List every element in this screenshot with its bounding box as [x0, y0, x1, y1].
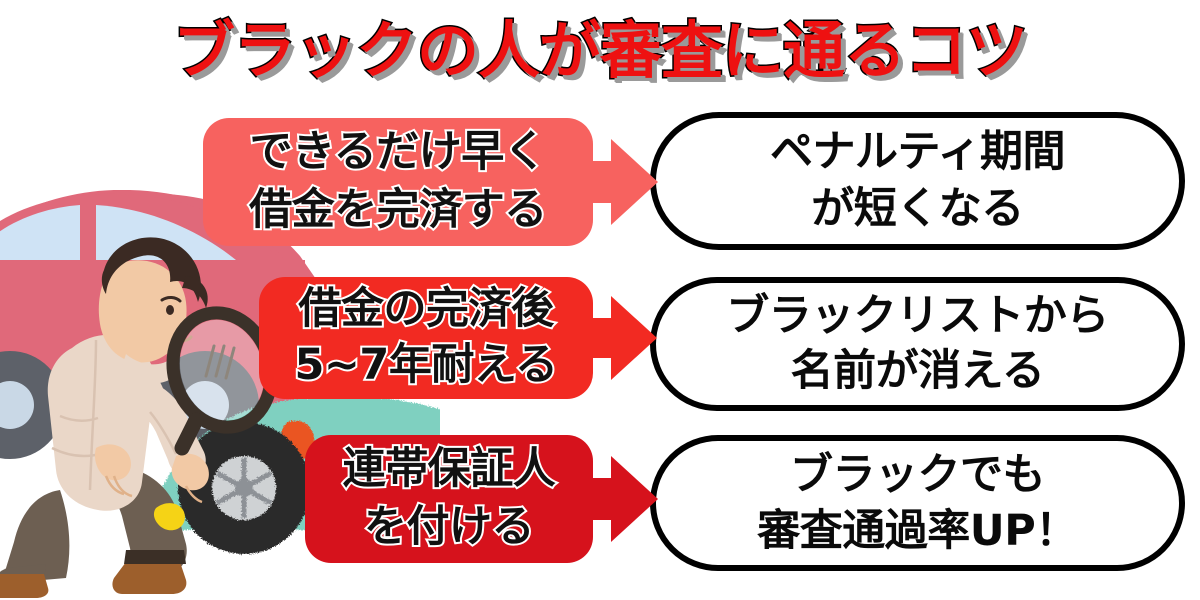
- arrow-stem-2: [589, 318, 615, 358]
- action-arrow-box-2: 借金の完済後 5~7年耐える: [259, 277, 657, 399]
- result-line-1b: が短くなる: [811, 184, 1024, 234]
- result-line-3a: ブラックでも: [790, 450, 1046, 500]
- action-arrow-body-3: 連帯保証人 を付ける: [305, 435, 658, 563]
- action-line-2a: 借金の完済後: [297, 282, 557, 336]
- action-line-3b: を付ける: [362, 500, 537, 554]
- arrow-stem-3: [589, 478, 615, 520]
- action-line-1a: できるだけ早く: [248, 125, 549, 179]
- action-arrow-box-1: できるだけ早く 借金を完済する: [203, 118, 658, 246]
- result-line-2a: ブラックリストから: [726, 291, 1109, 341]
- result-line-1a: ペナルティ期間: [770, 127, 1065, 177]
- action-line-2b: 5~7年耐える: [292, 338, 560, 392]
- yellow-accent: [153, 503, 185, 531]
- magnifying-glass-icon: [166, 306, 278, 456]
- result-line-2b: 名前が消える: [790, 346, 1045, 396]
- result-line-3b: 審査通過率UP！: [757, 506, 1078, 556]
- action-arrow-box-3: 連帯保証人 を付ける: [305, 435, 658, 563]
- result-pill-1: ペナルティ期間 が短くなる: [650, 112, 1185, 250]
- result-pill-3: ブラックでも 審査通過率UP！: [650, 435, 1185, 571]
- page-title-text: ブラックの人が審査に通るコツ: [171, 13, 1029, 89]
- result-pill-2: ブラックリストから 名前が消える: [650, 277, 1185, 411]
- action-line-3a: 連帯保証人: [341, 442, 558, 496]
- arrow-head-1: [611, 139, 658, 225]
- teal-car-tire: [178, 422, 310, 554]
- action-arrow-body-2: 借金の完済後 5~7年耐える: [259, 277, 657, 399]
- action-arrow-body-1: できるだけ早く 借金を完済する: [203, 118, 658, 246]
- action-line-1b: 借金を完済する: [247, 183, 549, 237]
- arrow-head-3: [611, 456, 658, 542]
- page-title: ブラックの人が審査に通るコツ: [0, 10, 1200, 92]
- arrow-head-2: [611, 296, 657, 380]
- arrow-stem-1: [589, 161, 615, 203]
